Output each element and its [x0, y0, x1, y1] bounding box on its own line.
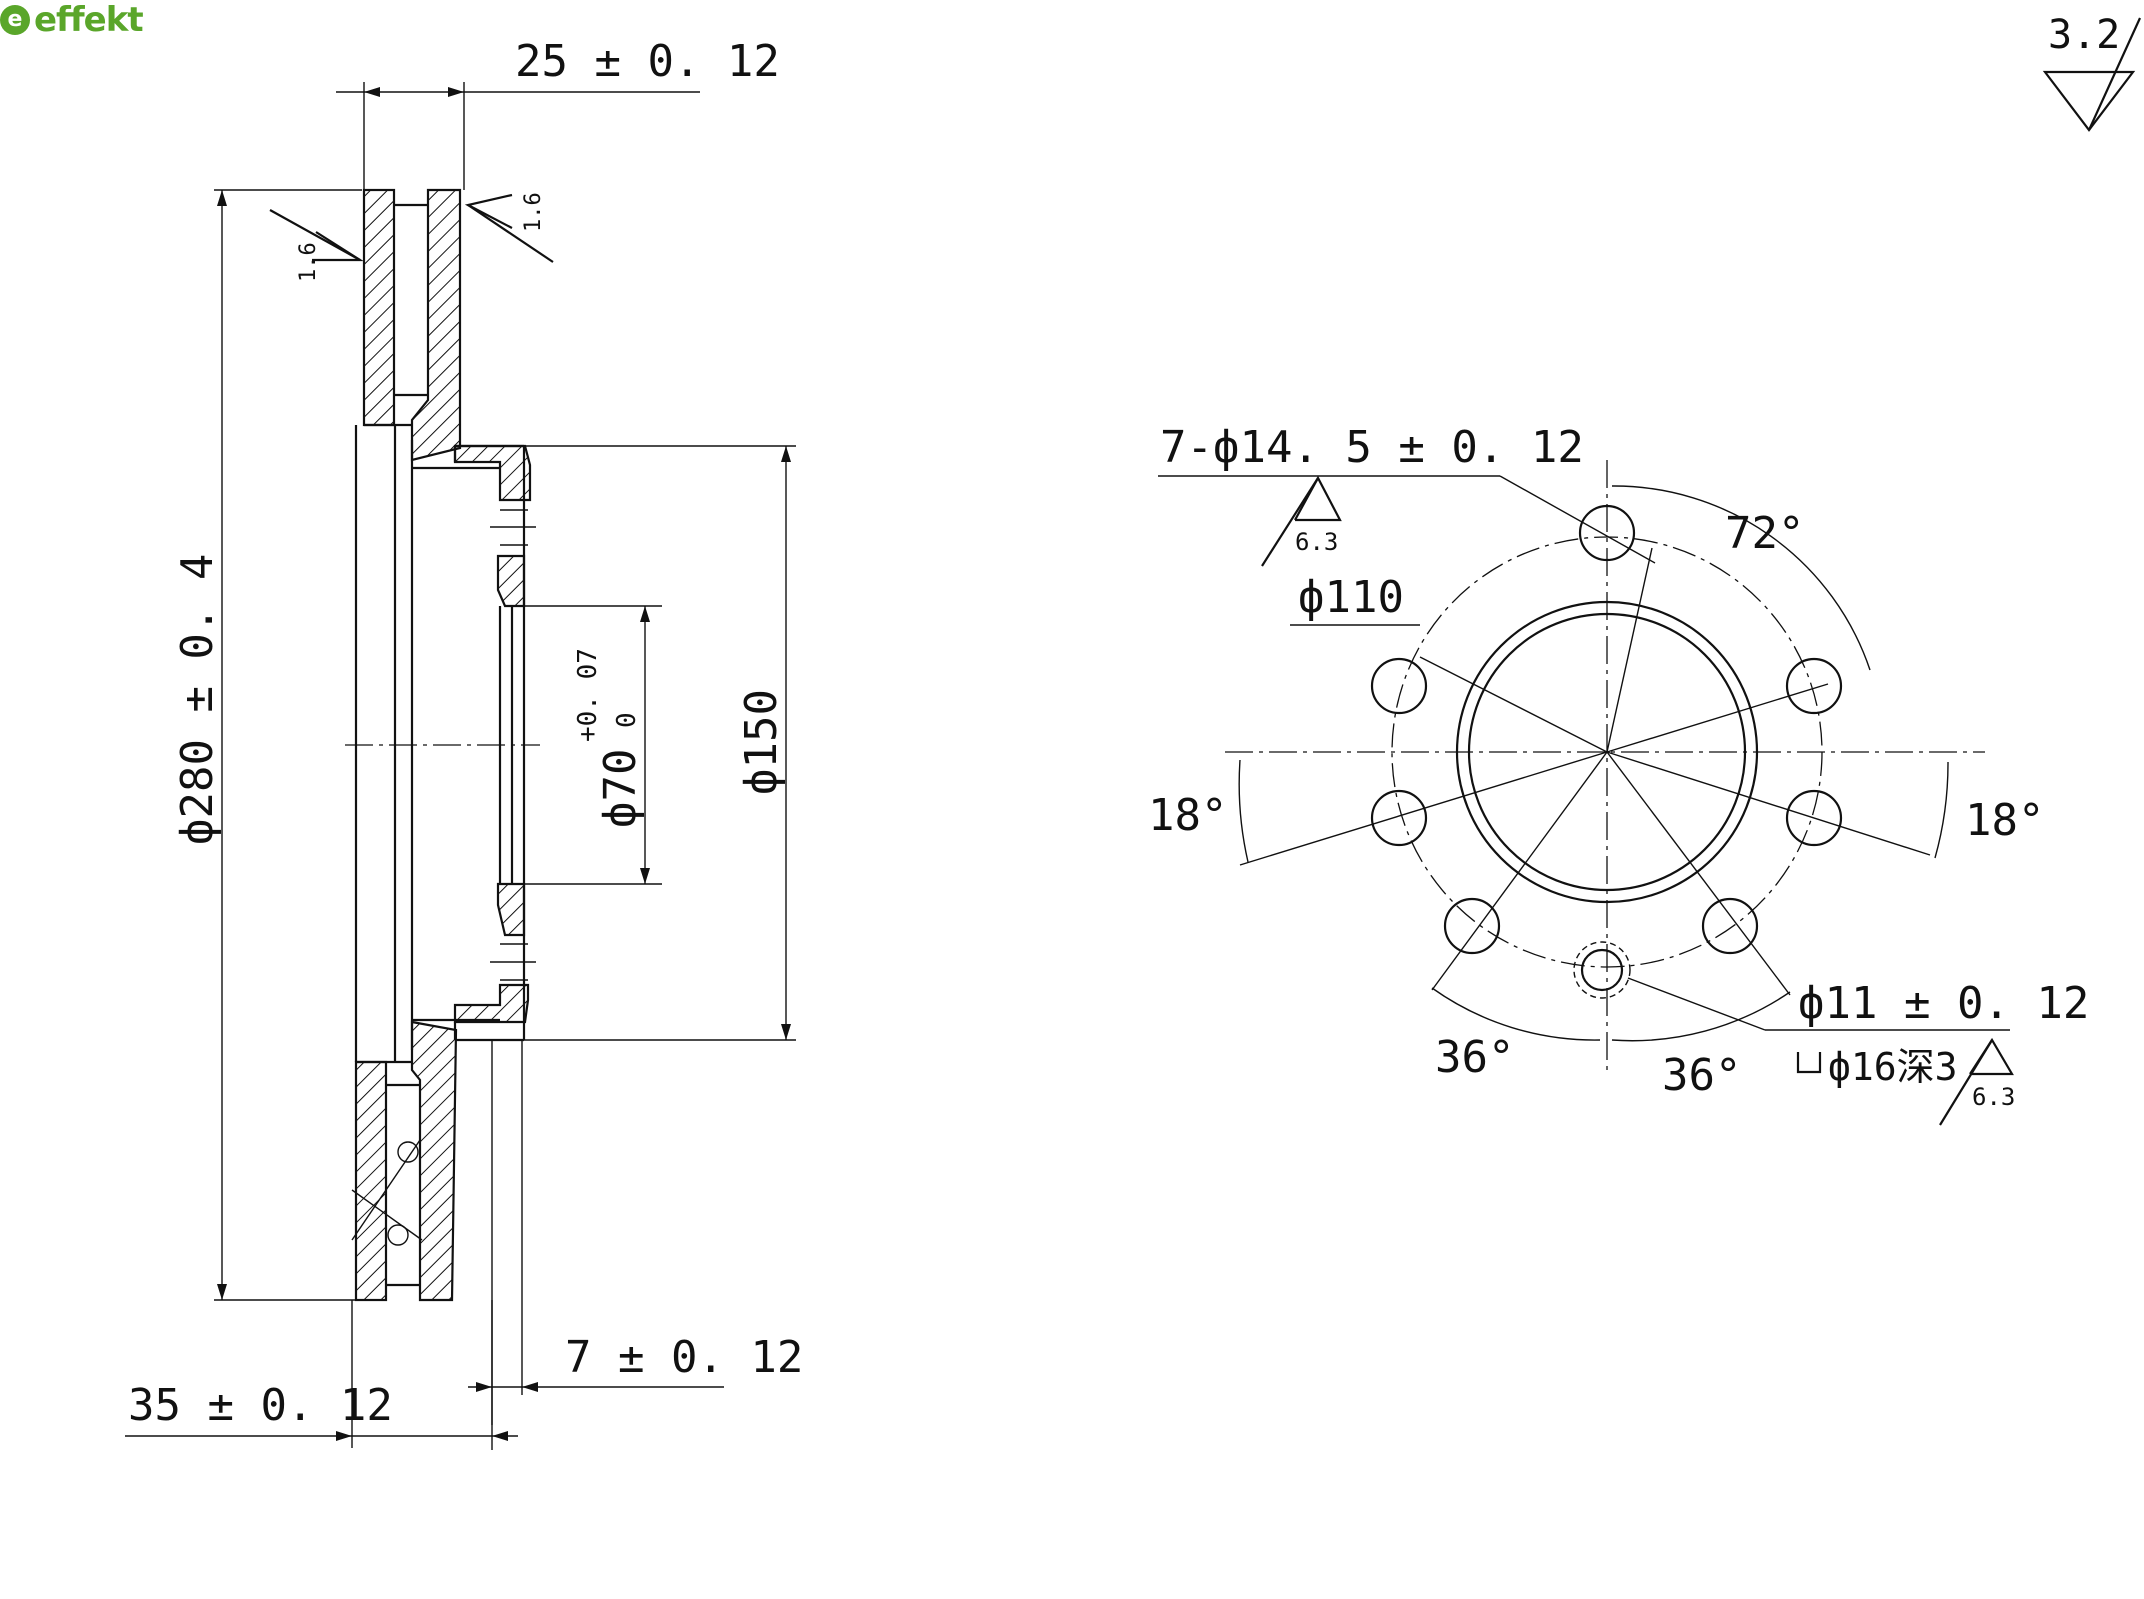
bore-outer-ring [1455, 600, 1759, 904]
locating-hole-label: ф11 ± 0. 12 [1798, 978, 2089, 1029]
dim-hub-diameter: ф150 [524, 445, 796, 1041]
bolt-hole [1701, 897, 1759, 955]
pcd-label: ф110 [1298, 572, 1404, 623]
bolt-hole [1578, 504, 1636, 562]
dim-total-label: 35 ± 0. 12 [128, 1380, 393, 1431]
roughness-right-value: 1.6 [521, 192, 546, 232]
roughness-symbol-right: 1.6 [464, 192, 554, 263]
holes-callout-label: 7-ф14. 5 ± 0. 12 [1160, 422, 1584, 473]
bolt-hole [1785, 657, 1843, 715]
angle-36-left-label: 36° [1435, 1032, 1514, 1083]
general-roughness-value: 3.2 [2048, 12, 2120, 58]
angle-18-right-label: 18° [1965, 795, 2044, 846]
dim-outer-diameter: ф280 ± 0. 4 [172, 189, 362, 1301]
disc-section-hatch [354, 188, 532, 1302]
general-roughness-symbol: 3.2 [2042, 12, 2142, 132]
angle-18-right: 18° [1934, 761, 2044, 859]
bolt-hole [1370, 789, 1428, 847]
angle-36-left: 36° [1431, 987, 1601, 1083]
dim-outer-diameter-label: ф280 ± 0. 4 [172, 554, 223, 845]
dim-bore-label: ф70 [595, 749, 646, 828]
angle-18-left: 18° [1148, 759, 1249, 863]
angle-72: 72° [1611, 485, 1871, 671]
dim-bore-tol-upper: +0. 07 [573, 648, 603, 742]
bolt-holes [1370, 504, 1843, 955]
locating-hole-callout: ф11 ± 0. 12 ф16深3 6.3 [1627, 977, 2089, 1126]
pcd-callout: ф110 [1290, 572, 1420, 626]
bolt-hole [1785, 789, 1843, 847]
pitch-circle [1391, 536, 1823, 968]
holes-roughness-value: 6.3 [1295, 528, 1338, 556]
holes-callout: 7-ф14. 5 ± 0. 12 6.3 [1158, 422, 1656, 567]
angle-36-right-label: 36° [1662, 1050, 1741, 1101]
brand-mark-icon: e [0, 5, 30, 35]
dim-total-35: 35 ± 0. 12 [125, 1300, 518, 1450]
bolt-hole [1370, 657, 1428, 715]
dim-flange-label: 7 ± 0. 12 [565, 1332, 803, 1383]
front-view: 7-ф14. 5 ± 0. 12 6.3 ф110 72° 18° 18° [1148, 422, 2089, 1126]
bore-inner-ring [1467, 612, 1747, 892]
dim-width-25-label: 25 ± 0. 12 [515, 36, 780, 87]
dim-bore-diameter: ф70 +0. 07 0 [524, 605, 662, 885]
brand-logo: e effekt [0, 0, 144, 40]
locating-hole [1573, 941, 1631, 999]
brand-name: effekt [34, 0, 144, 40]
roughness-left-value: 1.6 [296, 242, 321, 282]
angle-18-left-label: 18° [1148, 790, 1227, 841]
roughness-symbol-left: 1.6 [269, 209, 364, 282]
dim-bore-tol-lower: 0 [612, 712, 642, 728]
angle-72-label: 72° [1725, 508, 1804, 559]
dim-width-25: 25 ± 0. 12 [336, 36, 780, 190]
angle-36-right: 36° [1611, 991, 1791, 1101]
counterbore-roughness-value: 6.3 [1972, 1083, 2015, 1111]
section-view: 1.6 1.6 25 ± 0. 12 ф280 ± 0. 4 [125, 36, 803, 1450]
dim-flange-7: 7 ± 0. 12 [468, 1040, 803, 1425]
dim-hub-label: ф150 [736, 689, 787, 795]
counterbore-label: ф16深3 [1828, 1045, 1958, 1089]
bolt-hole [1443, 897, 1501, 955]
